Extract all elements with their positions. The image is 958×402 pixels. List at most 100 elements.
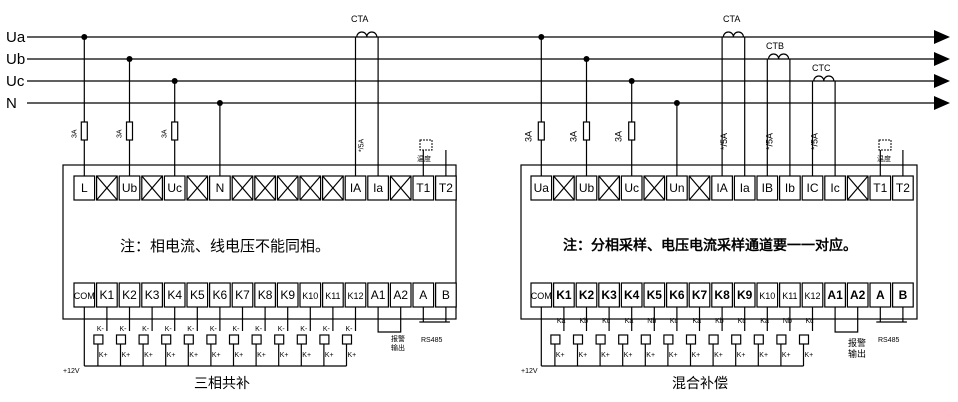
left-k-relay bbox=[206, 334, 217, 345]
right-voltage-junction bbox=[583, 56, 590, 62]
left-top-terminal-label-16: T2 bbox=[439, 181, 453, 195]
left-bottom-terminal-label-0: COM bbox=[74, 291, 95, 301]
right-note: 注：分相采样、电压电流采样通道要一一对应。 bbox=[563, 237, 857, 254]
right-k-plus-label: K+ bbox=[646, 352, 655, 359]
right-k-plus-label: K+ bbox=[556, 352, 565, 359]
left-top-terminal-label-0: L bbox=[81, 181, 88, 195]
left-top-blank-x2 bbox=[299, 175, 322, 201]
right-bottom-terminal-label-16: B bbox=[899, 288, 908, 302]
right-ct-rating-a: */5A bbox=[719, 133, 729, 150]
left-bottom-terminal-label-12: K12 bbox=[347, 291, 363, 301]
right-k-phase-label: Ka bbox=[557, 318, 566, 325]
left-top-blank-x2 bbox=[254, 175, 276, 201]
left-cta-coil bbox=[356, 31, 378, 38]
left-bottom-terminal-label-7: K7 bbox=[235, 288, 250, 302]
right-top-terminal-label-6: Un bbox=[669, 181, 684, 195]
left-k-minus-label: K- bbox=[97, 326, 105, 333]
right-k-relay bbox=[776, 334, 787, 345]
right-top-blank-x2 bbox=[688, 175, 711, 201]
left-k-plus-label: K+ bbox=[325, 352, 334, 359]
right-k-relay bbox=[708, 334, 719, 345]
right-k-phase-label: Kb bbox=[580, 318, 589, 325]
left-k-plus-label: K+ bbox=[189, 352, 198, 359]
left-k-minus-label: K- bbox=[346, 326, 354, 333]
right-top-terminal-label-9: Ia bbox=[740, 181, 750, 195]
right-k-relay bbox=[731, 334, 742, 345]
left-k-plus-label: K+ bbox=[257, 352, 266, 359]
right-alarm-label-2: 输出 bbox=[848, 348, 866, 359]
phase-arrow-3 bbox=[934, 96, 950, 110]
phase-arrow-1 bbox=[934, 52, 950, 66]
left-note: 注：相电流、线电压不能同相。 bbox=[120, 237, 330, 255]
right-voltage-junction bbox=[673, 100, 680, 106]
left-alarm-label-1: 报警 bbox=[391, 334, 405, 343]
left-k-relay bbox=[296, 334, 307, 345]
left-k-plus-label: K+ bbox=[144, 352, 153, 359]
right-k-plus-label: K+ bbox=[737, 352, 746, 359]
left-top-terminal-label-12: IA bbox=[350, 181, 361, 195]
left-top-blank-x2 bbox=[96, 175, 118, 201]
left-k-plus-label: K+ bbox=[99, 352, 108, 359]
right-k-phase-label: Kc bbox=[738, 318, 747, 325]
line-label-ub: Ub bbox=[6, 51, 25, 68]
left-k-relay bbox=[228, 334, 240, 345]
left-k-plus-label: K+ bbox=[280, 352, 289, 359]
right-k-plus-label: K+ bbox=[579, 352, 588, 359]
right-k-relay bbox=[753, 334, 764, 345]
right-k-phase-label: Kc bbox=[806, 318, 815, 325]
left-alarm-label-2: 输出 bbox=[391, 343, 405, 352]
left-k-plus-label: K+ bbox=[348, 352, 357, 359]
right-cta-coil bbox=[722, 31, 744, 38]
right-k-plus-label: K+ bbox=[782, 352, 791, 359]
left-k-relay bbox=[161, 334, 172, 345]
right-k-plus-label: K+ bbox=[759, 352, 768, 359]
right-k-phase-label: Nb bbox=[647, 318, 656, 325]
right-k-phase-label: Ka bbox=[625, 318, 634, 325]
left-k-plus-label: K+ bbox=[122, 352, 131, 359]
left-k-plus-label: K+ bbox=[235, 352, 244, 359]
right-k-phase-label: Kc bbox=[602, 318, 611, 325]
line-label-n: N bbox=[6, 95, 17, 112]
left-top-terminal-label-4: Uc bbox=[167, 181, 182, 195]
right-k-relay bbox=[798, 334, 810, 345]
right-fuse bbox=[537, 121, 545, 141]
right-k-relay bbox=[572, 334, 584, 345]
right-alarm-contact bbox=[834, 325, 859, 333]
left-k-relay bbox=[138, 334, 149, 345]
right-k-phase-label: Ka bbox=[760, 318, 769, 325]
right-top-terminal-label-15: T1 bbox=[873, 181, 887, 195]
right-k-plus-label: K+ bbox=[624, 352, 633, 359]
left-top-terminal-label-2: Ub bbox=[122, 181, 138, 195]
right-top-terminal-label-10: IB bbox=[762, 181, 773, 195]
left-fuse bbox=[171, 121, 179, 141]
right-top-terminal-label-2: Ub bbox=[579, 181, 595, 195]
left-bottom-terminal-label-2: K2 bbox=[122, 288, 137, 302]
right-ctc-label: CTC bbox=[812, 63, 831, 73]
left-bottom-terminal-label-6: K6 bbox=[213, 288, 228, 302]
left-bottom-terminal-label-5: K5 bbox=[190, 288, 205, 302]
left-k-minus-label: K- bbox=[165, 326, 173, 333]
phase-arrow-0 bbox=[934, 30, 950, 44]
right-ctc-coil bbox=[813, 75, 835, 82]
right-top-terminal-label-13: Ic bbox=[830, 181, 839, 195]
right-k-plus-label: K+ bbox=[601, 352, 610, 359]
left-k-minus-label: K- bbox=[255, 326, 263, 333]
left-bottom-terminal-label-11: K11 bbox=[325, 291, 340, 301]
right-ctb-coil bbox=[768, 53, 790, 60]
right-rs485-label: RS485 bbox=[878, 337, 900, 344]
left-top-blank-x2 bbox=[141, 175, 163, 201]
left-k-minus-label: K- bbox=[323, 326, 331, 333]
right-k-phase-label: Nb bbox=[783, 318, 792, 325]
right-bottom-terminal-label-12: K12 bbox=[804, 291, 820, 301]
right-top-blank-x2 bbox=[846, 175, 869, 201]
left-caption: 三相共补 bbox=[194, 376, 250, 392]
left-bottom-terminal-label-10: K10 bbox=[302, 291, 318, 301]
right-k-plus-label: K+ bbox=[669, 352, 678, 359]
line-label-uc: Uc bbox=[6, 73, 25, 90]
left-top-blank-x2 bbox=[186, 175, 209, 201]
right-k-plus-label: K+ bbox=[805, 352, 814, 359]
left-k-plus-label: K+ bbox=[167, 352, 176, 359]
right-k-relay bbox=[685, 334, 697, 345]
right-temp-sensor bbox=[878, 139, 892, 151]
right-k-phase-label: Kb bbox=[715, 318, 724, 325]
